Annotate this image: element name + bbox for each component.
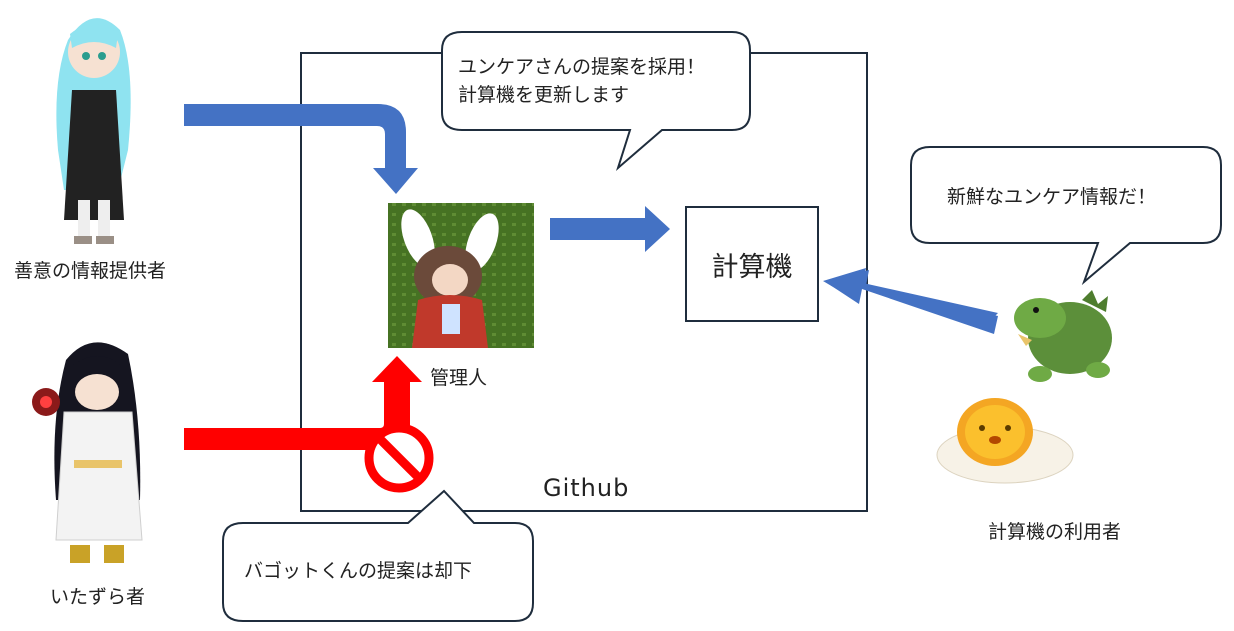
admin-avatar-icon <box>388 203 534 348</box>
admin-bubble-line-1: ユンケアさんの提案を採用！ <box>458 56 706 78</box>
reject-bubble-text: バゴットくんの提案は却下 <box>244 560 473 582</box>
admin-label: 管理人 <box>430 367 488 389</box>
egg-character-icon <box>936 398 1074 484</box>
prohibited-icon <box>364 423 434 493</box>
calculator-node: 計算機 <box>685 206 819 322</box>
provider-label: 善意の情報提供者 <box>14 260 167 282</box>
users-label: 計算機の利用者 <box>988 521 1122 543</box>
admin-to-calculator-arrow <box>550 206 670 252</box>
admin-bubble-line-2: 計算機を更新します <box>458 84 630 106</box>
prankster-character-icon <box>32 342 143 563</box>
reject-speech-bubble <box>222 489 534 622</box>
provider-character-icon <box>56 18 131 244</box>
dragon-character-icon <box>1014 290 1112 382</box>
users-to-calculator-arrow <box>823 268 998 317</box>
users-bubble-text: 新鮮なユンケア情報だ！ <box>947 186 1157 208</box>
calculator-label: 計算機 <box>711 251 793 283</box>
provider-to-admin-arrow <box>184 104 418 194</box>
github-label: Github <box>543 474 630 502</box>
users-speech-bubble <box>910 146 1222 286</box>
admin-speech-bubble <box>441 31 751 172</box>
prankster-label: いたずら者 <box>50 586 146 608</box>
